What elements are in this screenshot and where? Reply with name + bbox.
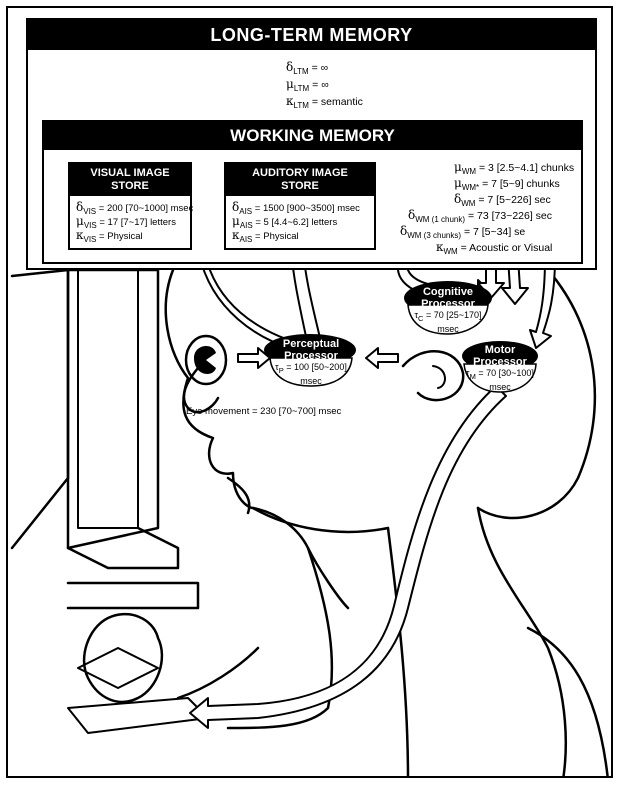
eye-outline [184, 334, 228, 386]
arrow-ear-to-perceptual [365, 347, 399, 369]
auditory-store-title: AUDITORY IMAGE STORE [226, 164, 374, 196]
ear [401, 350, 465, 402]
kappa-symbol: κ [286, 94, 294, 108]
torso [386, 526, 410, 776]
visual-image-store: VISUAL IMAGE STORE δVIS = 200 [70~1000] … [68, 162, 194, 250]
eye-movement-label: Eye movement = 230 [70~700] msec [186, 406, 342, 417]
pupil [194, 345, 216, 374]
mouse [77, 647, 159, 689]
ear-inner [432, 365, 446, 389]
wm-delta-3chunks-param: δWM (3 chunks) = 7 [5~34] se [400, 224, 526, 241]
motor-processor-lower [463, 363, 537, 393]
cognitive-processor: Cognitive Processor τC = 70 [25~170] mse… [406, 286, 490, 335]
monitor-base [66, 581, 200, 610]
arm-upper [226, 546, 334, 730]
ais-kappa-param: κAIS = Physical [232, 228, 299, 244]
wm-mu-star-param: μWM* = 7 [5~9] chunks [454, 176, 560, 193]
ais-mu-param: μAIS = 5 [4.4~6.2] letters [232, 214, 338, 230]
arrow-eye-to-perceptual [237, 347, 271, 369]
wm-delta-param: δWM = 7 [5~226] sec [454, 192, 551, 209]
long-term-memory-box: LONG-TERM MEMORY δLTM = ∞ μLTM = ∞ κLTM … [26, 18, 597, 270]
nose [182, 366, 220, 414]
processor-ellipses [264, 281, 538, 393]
wm-kappa-param: κWM = Acoustic or Visual [436, 240, 553, 257]
working-memory-title: WORKING MEMORY [44, 122, 581, 150]
arrow-motor-to-hand [189, 385, 507, 729]
vis-mu-param: μVIS = 17 [7~17] letters [76, 214, 176, 230]
ais-delta-param: δAIS = 1500 [900~3500] msec [232, 200, 360, 216]
monitor-stand [66, 526, 180, 570]
head-back [476, 268, 597, 520]
perceptual-processor: Perceptual Processor τP = 100 [50~200] m… [266, 338, 356, 387]
cognitive-tau: τC = 70 [25~170] [414, 310, 482, 323]
ltm-delta-param: δLTM = ∞ [286, 60, 329, 77]
working-memory-box: WORKING MEMORY VISUAL IMAGE STORE δVIS =… [42, 120, 583, 264]
visual-store-title: VISUAL IMAGE STORE [70, 164, 190, 196]
vis-kappa-param: κVIS = Physical [76, 228, 143, 244]
chair [526, 626, 609, 776]
perceptual-processor-lower [269, 357, 353, 387]
perceptual-tau: τP = 100 [50~200] [275, 362, 347, 375]
cognitive-processor-lower [407, 304, 489, 335]
long-term-memory-title: LONG-TERM MEMORY [28, 20, 595, 50]
hand [82, 612, 164, 704]
delta-symbol: δ [286, 60, 294, 74]
mouth [226, 476, 251, 515]
vis-delta-param: δVIS = 200 [70~1000] msec [76, 200, 194, 216]
ltm-kappa-param: κLTM = semantic [286, 94, 363, 111]
diagram-frame: LONG-TERM MEMORY δLTM = ∞ μLTM = ∞ κLTM … [6, 6, 613, 778]
wm-delta-1chunk-param: δWM (1 chunk) = 73 [73~226] sec [408, 208, 553, 225]
arm-lower [176, 646, 260, 700]
auditory-image-store: AUDITORY IMAGE STORE δAIS = 1500 [900~35… [224, 162, 376, 250]
neck [251, 506, 390, 534]
monitor-bezel [66, 268, 160, 550]
arrow-wm-to-motor [529, 257, 556, 349]
mu-symbol: μ [286, 77, 294, 91]
wm-mu-param: μWM = 3 [2.5~4.1] chunks [454, 160, 575, 177]
motor-processor: Motor Processor τM = 70 [30~100] msec [460, 344, 540, 393]
motor-tau: τM = 70 [30~100] [466, 368, 534, 381]
ltm-mu-param: μLTM = ∞ [286, 77, 329, 94]
shoulder [476, 506, 568, 776]
